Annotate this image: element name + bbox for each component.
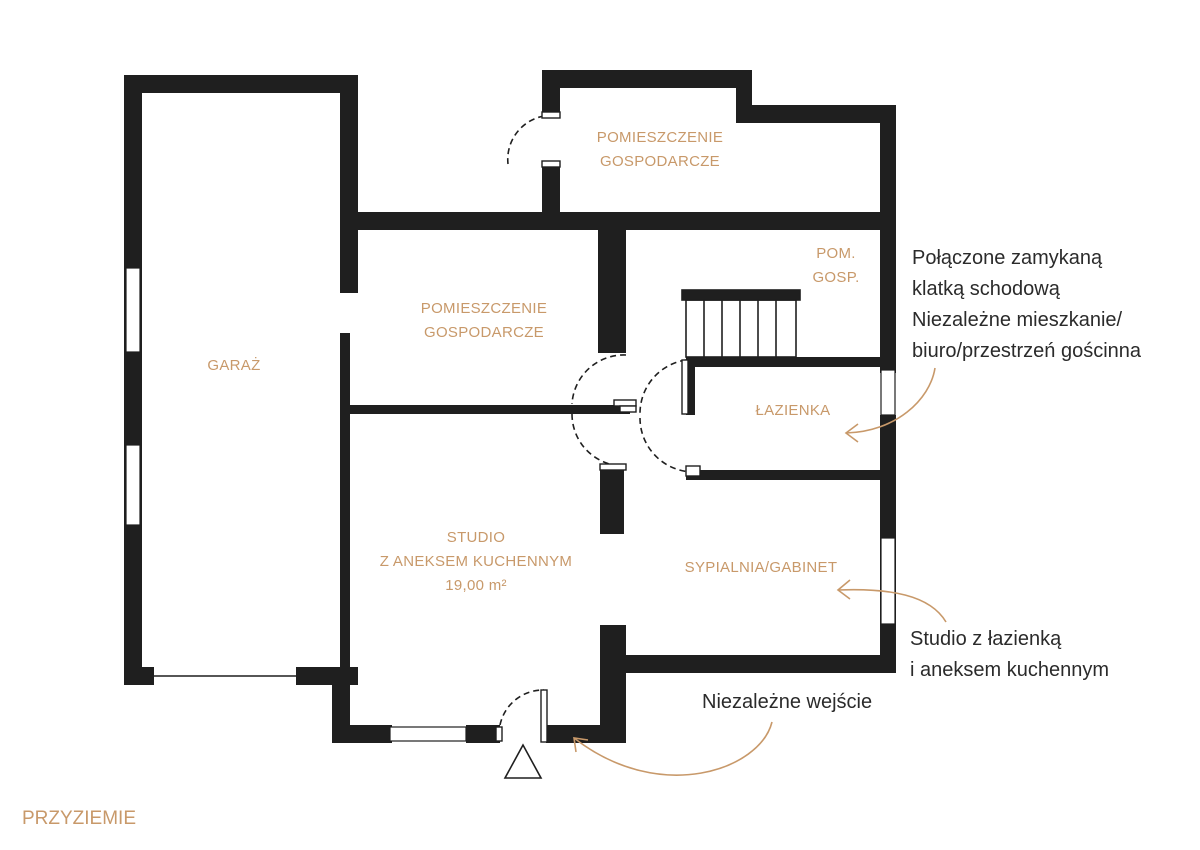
studio-window [389,726,467,742]
bedroom-window [880,537,896,625]
label-utility-mid-1: POMIESZCZENIE [421,300,547,317]
utility-wall-top-right [736,105,896,123]
studio-wall-left [332,667,350,743]
note-stair-line-2: klatką schodową [912,278,1061,300]
label-small-utility-2: GOSP. [812,269,859,286]
door-leaf-utility-top-b [541,160,561,168]
door-leaf-utility-mid [613,399,637,407]
door-swing-entrance [499,689,545,726]
door-swing-studio [571,413,627,467]
label-bathroom: ŁAZIENKA [756,402,831,419]
stair-top-bar [681,289,801,301]
doors [495,111,701,743]
label-studio-2: Z ANEKSEM KUCHENNYM [380,553,572,570]
utility-mid-wall-bottom [340,405,630,414]
studio-wall-right [600,625,626,743]
garage-window-upper [125,267,141,353]
note-entrance: Niezależne wejście [702,691,872,713]
garage-window-lower [125,444,141,526]
door-leaf-studio [599,463,627,471]
utility-wall-right [880,105,896,373]
note-stair-line-4: biuro/przestrzeń gościnna [912,340,1142,362]
label-utility-mid-2: GOSPODARCZE [424,324,544,341]
studio-wall-bottom-mid [466,725,500,743]
door-leaf-utility-mid-b [619,405,637,413]
bedroom-wall-bottom [600,655,896,673]
arrow-studio-note [837,588,947,623]
arrow-entrance-note-head [573,737,589,753]
staircase [681,289,801,358]
floor-label: PRZYZIEMIE [22,808,136,829]
entrance-marker-icon [503,743,543,779]
door-swing-bedroom [639,417,695,473]
note-stair-line-1: Połączone zamykaną [912,247,1103,269]
hall-wall-lower [600,466,624,534]
label-studio-area: 19,00 m² [445,577,507,594]
label-garage: GARAŻ [207,356,260,374]
garage-wall-top [124,75,358,93]
label-small-utility-1: POM. [816,245,856,262]
door-leaf-bedroom [685,465,701,477]
arrow-stair-note-head [844,423,859,443]
garage-wall-left [124,75,142,685]
utility-wall-step [736,70,752,108]
door-leaf-entrance-b [495,726,503,742]
door-leaf-bathroom [681,359,689,415]
note-stair-line-3: Niezależne mieszkanie/ [912,309,1123,331]
utility-wall-top [542,70,752,88]
door-swing-utility-mid [571,354,627,405]
note-studio-line-2: i aneksem kuchennym [910,659,1109,681]
stairs-landing-wall [694,357,890,367]
windows [125,267,896,742]
garage-wall-right [340,75,358,293]
bathroom-window [880,369,896,416]
door-leaf-utility-top [541,111,561,119]
label-utility-top-2: GOSPODARCZE [600,153,720,170]
arrow-studio-note-head [836,579,851,600]
door-swing-utility-top [506,115,545,165]
arrow-stair-note [845,367,936,434]
garage-wall-right-lower [340,333,350,685]
annotation-notes: Połączone zamykaną klatką schodową Nieza… [702,247,1142,713]
label-bedroom: SYPIALNIA/GABINET [685,559,838,576]
utility-wall-left-bottom [542,165,560,225]
label-utility-top-1: POMIESZCZENIE [597,129,723,146]
annotation-arrows [573,367,947,776]
door-swing-bathroom [639,359,687,415]
garage-wall-bottom-left [124,667,154,685]
bathroom-wall-left [686,357,695,415]
studio-wall-bottom-left [332,725,392,743]
arrow-entrance-note [573,721,773,776]
room-labels: GARAŻ POMIESZCZENIE GOSPODARCZE POMIESZC… [207,129,859,594]
label-studio-1: STUDIO [447,529,505,546]
stair-wall-vertical [598,225,626,353]
note-studio-line-1: Studio z łazienką [910,628,1062,650]
door-leaf-entrance [540,689,548,743]
mid-wall-horizontal [340,212,896,230]
bathroom-wall-bottom [686,470,896,480]
